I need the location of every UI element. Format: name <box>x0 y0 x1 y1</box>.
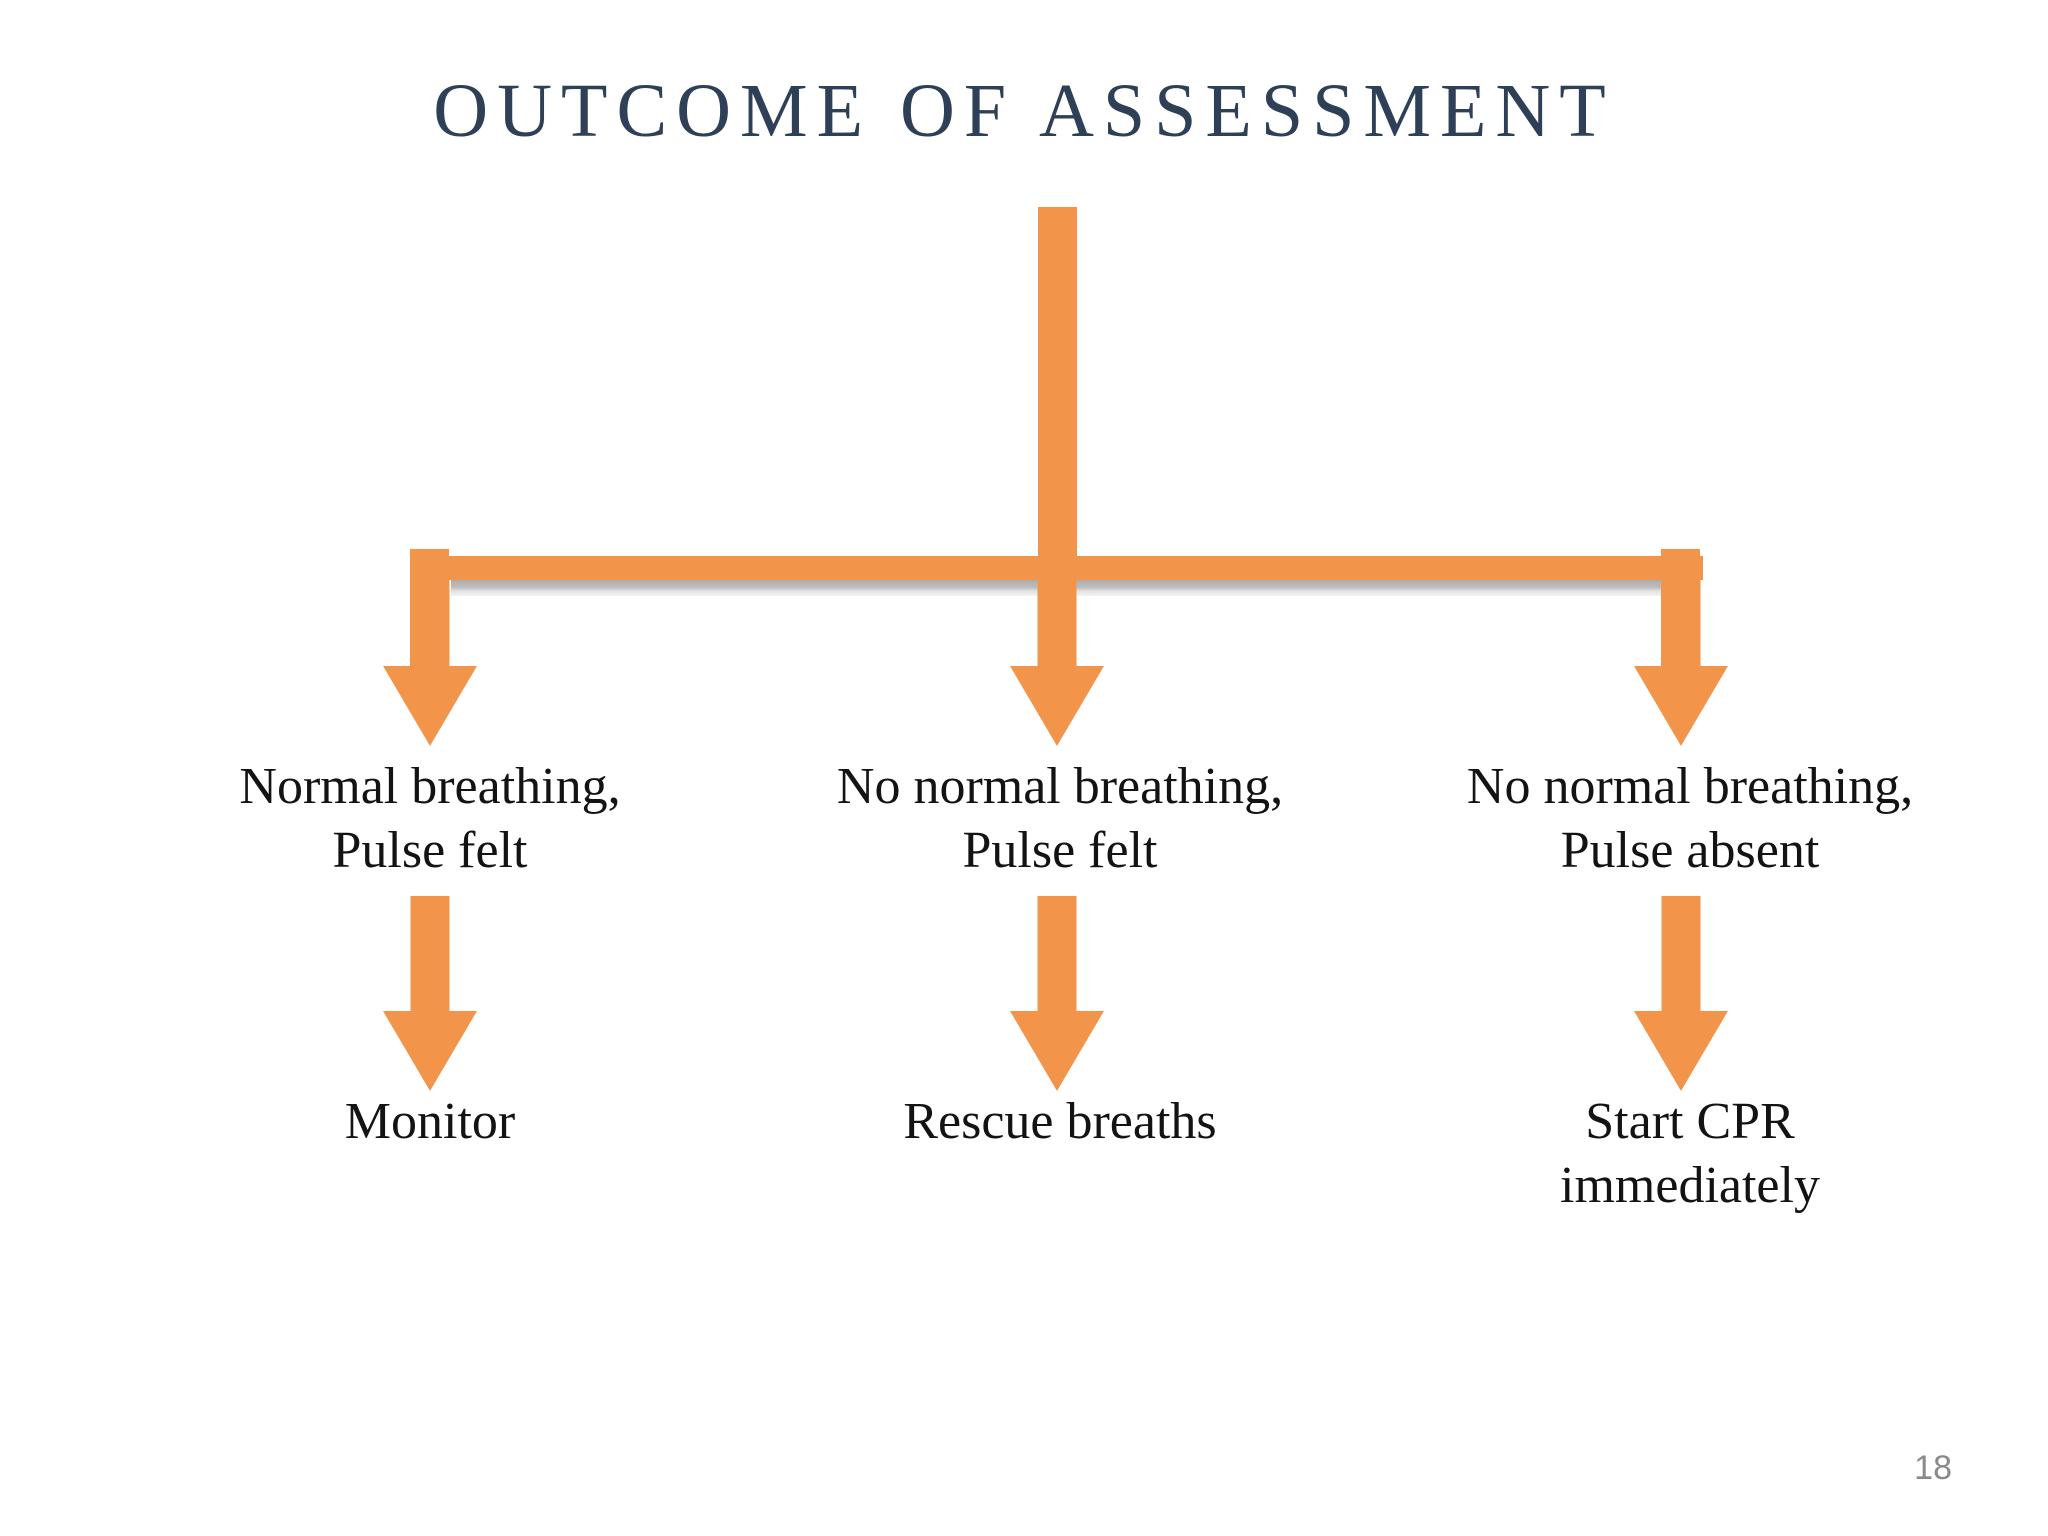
flow-trunk-connector <box>1038 207 1077 559</box>
page-number: 18 <box>1914 1449 1952 1487</box>
down-arrow-icon-action-2 <box>1007 896 1107 1091</box>
down-arrow-icon-branch-2 <box>1007 556 1107 746</box>
condition-line-1: No normal breathing, <box>1466 758 1914 815</box>
arrow-head <box>1634 1011 1728 1091</box>
down-arrow-icon-branch-1 <box>380 556 480 746</box>
arrow-stem <box>410 556 450 668</box>
condition-line-2: Pulse felt <box>332 822 528 879</box>
action-line-2: immediately <box>1560 1157 1820 1214</box>
arrow-stem <box>1037 896 1077 1011</box>
condition-label-branch-1: Normal breathing, Pulse felt <box>130 755 730 883</box>
condition-line-2: Pulse absent <box>1560 822 1820 879</box>
down-arrow-icon-branch-3 <box>1631 556 1731 746</box>
action-label-branch-2: Rescue breaths <box>760 1090 1360 1154</box>
distribution-bar-right-cap <box>1661 549 1700 559</box>
arrow-stem <box>1661 556 1701 668</box>
arrow-stem <box>1661 896 1701 1011</box>
arrow-head <box>383 666 477 746</box>
arrow-head <box>1010 1011 1104 1091</box>
condition-label-branch-2: No normal breathing, Pulse felt <box>760 755 1360 883</box>
down-arrow-icon-action-3 <box>1631 896 1731 1091</box>
arrow-stem <box>1037 556 1077 668</box>
arrow-head <box>1634 666 1728 746</box>
action-line-1: Monitor <box>344 1093 516 1150</box>
action-line-1: Rescue breaths <box>903 1093 1217 1150</box>
condition-line-2: Pulse felt <box>962 822 1158 879</box>
condition-label-branch-3: No normal breathing, Pulse absent <box>1390 755 1990 883</box>
distribution-bar-left-cap <box>410 549 449 559</box>
action-label-branch-1: Monitor <box>130 1090 730 1154</box>
down-arrow-icon-action-1 <box>380 896 480 1091</box>
action-label-branch-3: Start CPR immediately <box>1390 1090 1990 1218</box>
page-title: OUTCOME OF ASSESSMENT <box>433 69 1615 153</box>
action-line-1: Start CPR <box>1585 1093 1795 1150</box>
arrow-head <box>1010 666 1104 746</box>
arrow-stem <box>410 896 450 1011</box>
condition-line-1: No normal breathing, <box>836 758 1284 815</box>
condition-line-1: Normal breathing, <box>239 758 621 815</box>
arrow-head <box>383 1011 477 1091</box>
